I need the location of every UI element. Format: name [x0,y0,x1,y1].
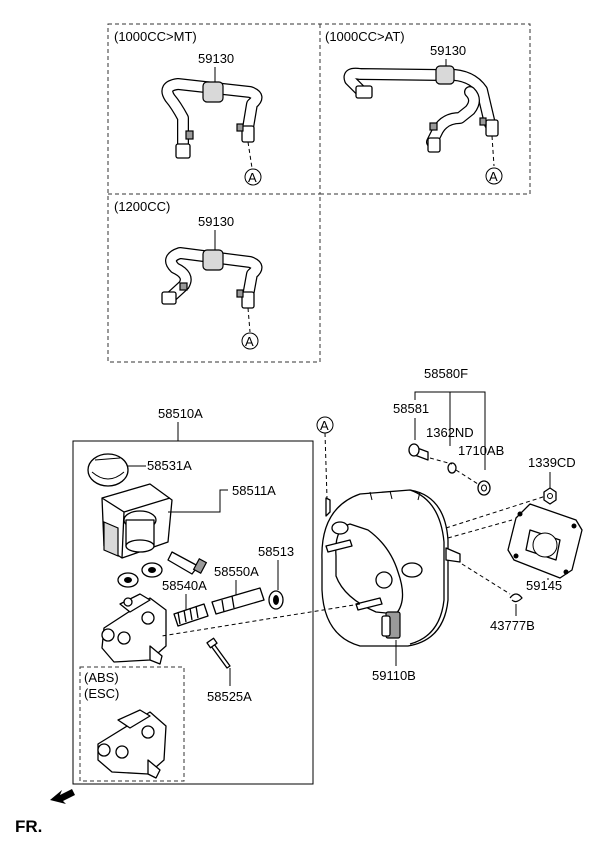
variant-title-1000cc-mt: (1000CC>MT) [114,29,197,44]
vacuum-hose-at [343,65,499,153]
part-label-58513: 58513 [258,544,294,559]
ref-a4-text: A [320,418,329,433]
variant-1200cc: (1200CC) 59130 A [114,199,263,350]
abs-esc-frame [79,666,185,782]
part-label-43777B: 43777B [490,618,535,633]
part-label-59130-at: 59130 [430,43,466,58]
hose-variants-panel [107,23,531,363]
clip-43777B: 43777B [461,563,535,633]
part-label-1339CD: 1339CD [528,455,576,470]
pistons [173,587,265,627]
part-label-59110B: 59110B [372,668,416,683]
part-label-59130-1200cc: 59130 [198,214,234,229]
grommets [117,562,163,588]
part-label-58525A: 58525A [207,689,252,704]
variant-title-1200cc: (1200CC) [114,199,170,214]
part-label-1362ND: 1362ND [426,425,474,440]
reservoir-pipe [167,551,208,575]
part-label-58550A: 58550A [214,564,259,579]
gasket-59145: 59145 [445,495,583,593]
part-label-58531A: 58531A [147,458,192,473]
brake-booster: A 59110B [316,416,461,683]
master-cylinder-assembly: 58510A 58531A 58511A [72,406,314,785]
reservoir-cap [87,453,129,487]
ref-a2-text: A [489,169,498,184]
ref-circle-a2 [485,167,503,185]
part-label-58510A: 58510A [158,406,203,421]
part-label-58511A: 58511A [232,483,276,498]
master-cylinder-frame [72,440,314,785]
abs-label: (ABS) [84,670,119,685]
front-label: FR. [15,817,42,836]
ref-circle-a3 [241,332,259,350]
esc-label: (ESC) [84,686,119,701]
ref-circle-a1 [244,168,262,186]
variant-1000cc-mt: (1000CC>MT) 59130 A [114,29,263,186]
part-label-58581: 58581 [393,401,429,416]
part-label-59145: 59145 [526,578,562,593]
part-label-58540A: 58540A [162,578,207,593]
front-direction-indicator: FR. [15,789,75,836]
ref-a1-text: A [248,170,257,185]
mounting-bolt [206,637,231,669]
variant-1000cc-at: (1000CC>AT) 59130 A [325,29,503,185]
abs-esc-master-cylinder [97,709,167,779]
part-label-59130-mt: 59130 [198,51,234,66]
part-label-1710AB: 1710AB [458,443,504,458]
reservoir-tank [101,483,173,559]
vacuum-hose-1200cc [161,247,263,309]
nut-1339CD: 1339CD [528,455,576,505]
variant-title-1000cc-at: (1000CC>AT) [325,29,405,44]
part-label-58580F: 58580F [424,366,468,381]
pedal-pin-kit: 58580F 58581 1362ND 1710AB [393,366,504,496]
front-arrow-icon [50,789,75,804]
ref-a3-text: A [245,334,254,349]
vacuum-hose-mt [161,78,263,159]
master-cylinder-body [101,593,167,665]
